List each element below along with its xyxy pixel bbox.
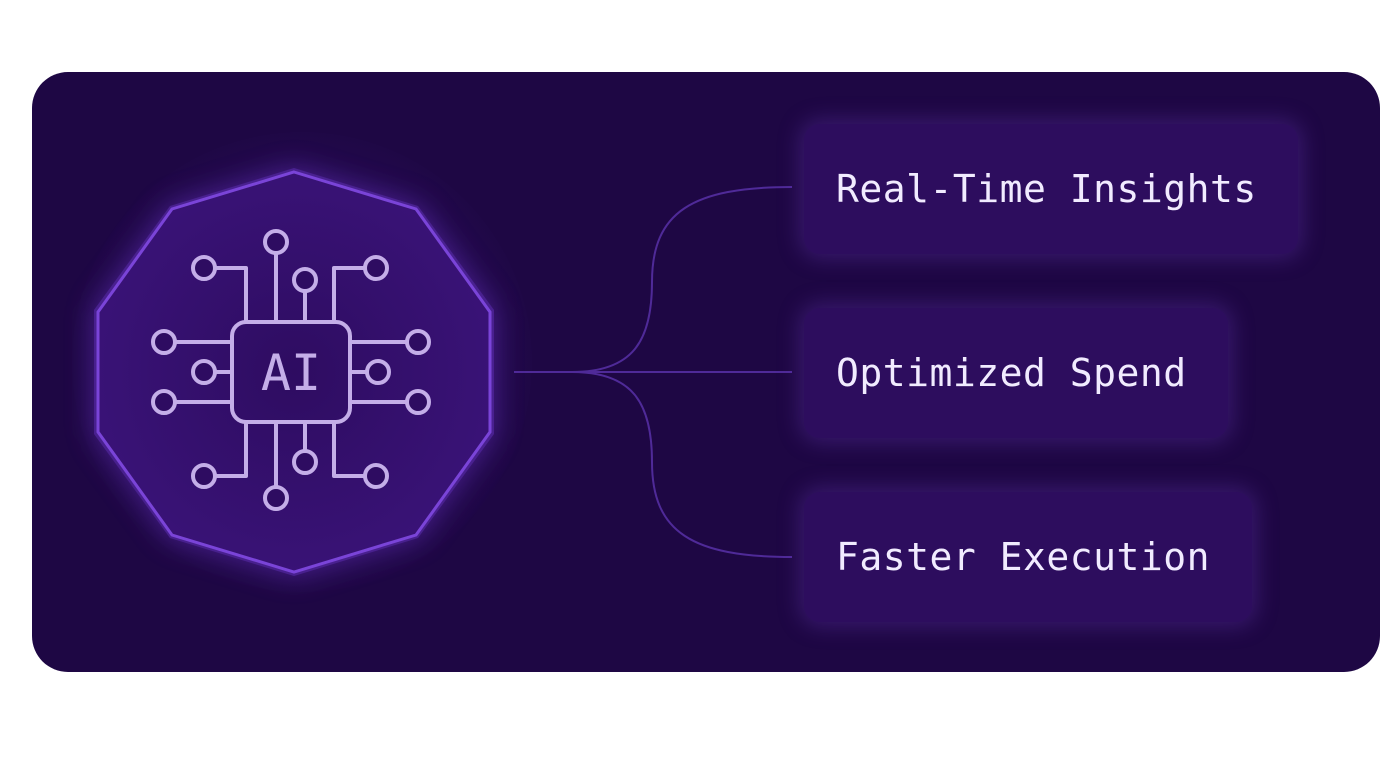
feature-real-time-insights: Real-Time Insights <box>804 124 1298 254</box>
connector-to-real-time-insights <box>514 186 793 373</box>
feature-label: Optimized Spend <box>836 351 1187 395</box>
chip-label: AI <box>261 344 321 402</box>
feature-panel: AI Real-Time Insights Optimized Spend Fa… <box>32 72 1380 672</box>
feature-label: Faster Execution <box>836 535 1211 579</box>
connector-to-faster-execution <box>514 371 793 558</box>
ai-chip-icon: AI <box>151 229 431 511</box>
connector-lines <box>514 186 793 558</box>
hub-diagram: AI <box>94 168 793 576</box>
feature-label: Real-Time Insights <box>836 167 1257 211</box>
feature-faster-execution: Faster Execution <box>804 492 1252 622</box>
feature-optimized-spend: Optimized Spend <box>804 308 1228 438</box>
